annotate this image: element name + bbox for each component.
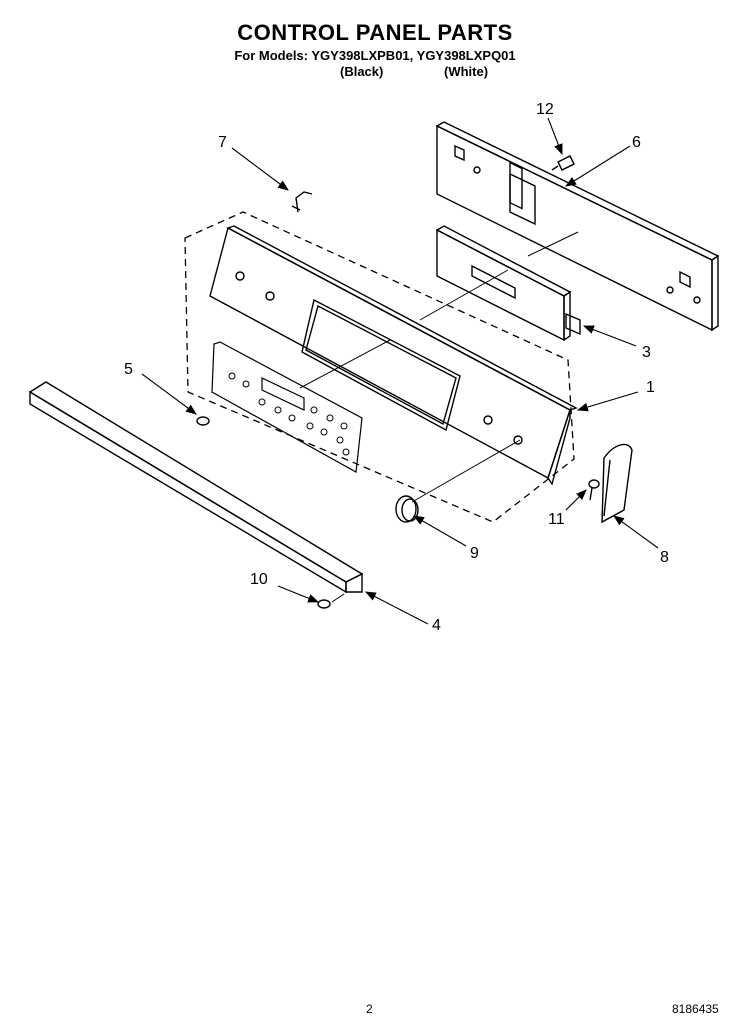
part-8-end-cap: [601, 443, 633, 524]
callout-10: 10: [250, 571, 268, 588]
part-11-screw: [588, 479, 600, 501]
alignment-lines: [299, 231, 579, 603]
part-7-wire-clip: [291, 191, 313, 213]
variant-white-label: (White): [444, 64, 489, 79]
callout-5: 5: [124, 361, 133, 378]
callout-3: 3: [642, 344, 651, 361]
part-10-screw: [317, 599, 331, 609]
callout-7: 7: [218, 134, 227, 151]
assembly-outline: [184, 211, 575, 523]
callout-6: 6: [632, 134, 641, 151]
part-1-control-panel: [209, 225, 578, 486]
callout-9: 9: [470, 545, 479, 562]
part-9-knob: [395, 495, 419, 523]
callout-4: 4: [432, 617, 441, 634]
callout-8: 8: [660, 549, 669, 566]
page-number: 2: [366, 1002, 373, 1016]
callout-1: 1: [646, 379, 655, 396]
callout-12: 12: [536, 101, 554, 118]
document-number: 8186435: [672, 1002, 719, 1016]
part-3-display-board: [435, 225, 581, 342]
part-12-screw: [551, 155, 575, 171]
part-5-screw: [196, 416, 210, 426]
touch-overlay: [211, 341, 363, 473]
part-4-trim-strip: [28, 381, 364, 594]
part-6-rear-bracket: [435, 121, 720, 332]
model-list: For Models: YGY398LXPB01, YGY398LXPQ01: [234, 48, 516, 63]
page-title: CONTROL PANEL PARTS: [237, 20, 513, 45]
callout-11: 11: [548, 511, 565, 528]
variant-black-label: (Black): [340, 64, 384, 79]
